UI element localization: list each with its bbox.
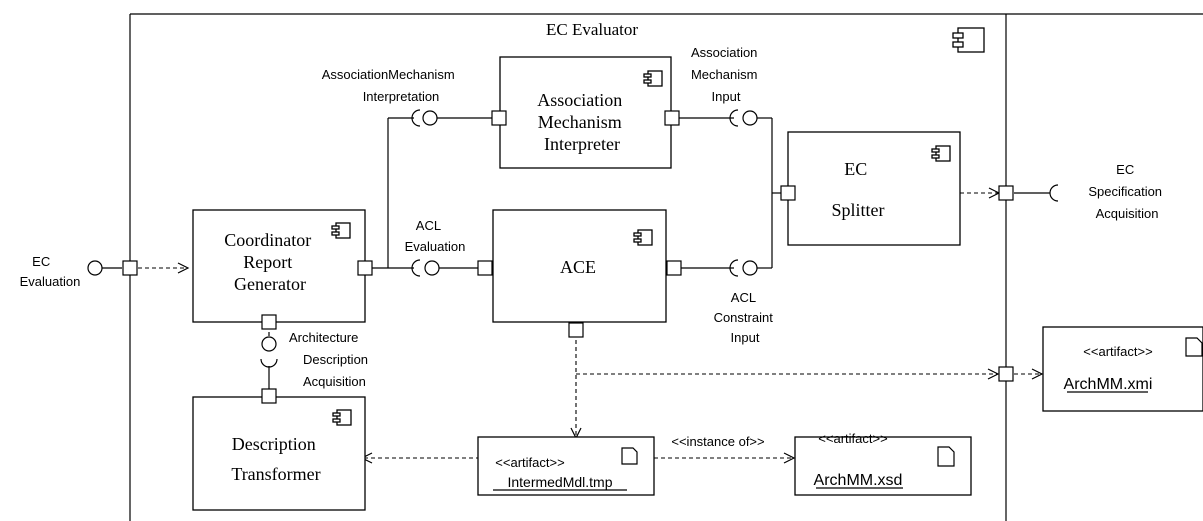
artifact-intermedmdl[interactable]: <<artifact>> IntermedMdl.tmp — [477, 436, 655, 496]
port — [261, 388, 277, 404]
component-icon — [931, 145, 951, 162]
document-icon — [1185, 337, 1203, 357]
ec-splitter-component[interactable]: EC Splitter — [780, 131, 961, 246]
interface-label-association-interpretation: AssociationMechanism Interpretation — [322, 67, 459, 104]
document-icon — [621, 447, 638, 465]
artifact-stereotype: <<artifact>> — [495, 455, 564, 470]
ec-evaluator-title: EC Evaluator — [546, 20, 638, 39]
artifact-name: IntermedMdl.tmp — [507, 474, 612, 490]
artifact-name: ArchMM.xmi — [1064, 376, 1153, 393]
component-icon — [952, 27, 985, 53]
component-icon — [643, 70, 663, 87]
artifact-archmm-xmi[interactable]: <<artifact>> ArchMM.xmi — [1042, 326, 1203, 412]
port — [664, 110, 680, 126]
interface-label-architecture-description-acquisition: Architecture Description Acquisition — [289, 330, 372, 389]
ec-evaluator-container: EC Evaluator — [129, 13, 1203, 521]
association-mechanism-interpreter-component[interactable]: Association Mechanism Interpreter — [491, 56, 680, 169]
description-transformer-component[interactable]: Description Transformer — [192, 388, 366, 511]
document-icon — [937, 446, 955, 467]
interface-label-ec-specification-acquisition: EC Specification Acquisition — [1088, 162, 1165, 221]
component-label: Coordinator Report Generator — [224, 230, 316, 294]
component-label: Association Mechanism Interpreter — [537, 90, 627, 154]
component-icon — [633, 229, 653, 246]
boundary-port — [998, 366, 1014, 382]
component-label: EC Splitter — [832, 159, 885, 220]
interface-label-ec-evaluation: EC Evaluation — [20, 254, 81, 289]
coordinator-report-generator-component[interactable]: Coordinator Report Generator — [192, 209, 373, 330]
port — [357, 260, 373, 276]
component-label: ACE — [560, 257, 596, 277]
interface-label-association-input: Association Mechanism Input — [691, 45, 761, 104]
artifact-name: ArchMM.xsd — [814, 472, 903, 489]
boundary-port — [122, 260, 138, 276]
component-icon — [332, 409, 352, 426]
artifact-stereotype: <<artifact>> — [1083, 344, 1152, 359]
interface-label-acl-constraint-input: ACL Constraint Input — [714, 290, 777, 345]
artifact-archmm-xsd[interactable]: <<artifact>> ArchMM.xsd — [794, 431, 972, 496]
port — [780, 185, 796, 201]
component-label: Description Transformer — [231, 434, 320, 484]
boundary-port — [998, 185, 1014, 201]
port — [477, 260, 493, 276]
component-icon — [331, 222, 351, 239]
relation-label-instance-of: <<instance of>> — [671, 434, 764, 449]
port — [491, 110, 507, 126]
port — [666, 260, 682, 276]
port — [261, 314, 277, 330]
interface-label-acl-evaluation: ACL Evaluation — [405, 218, 466, 254]
connectors — [87, 109, 1059, 464]
port — [568, 322, 584, 338]
artifact-stereotype: <<artifact>> — [818, 431, 887, 446]
ace-component[interactable]: ACE — [477, 209, 682, 338]
